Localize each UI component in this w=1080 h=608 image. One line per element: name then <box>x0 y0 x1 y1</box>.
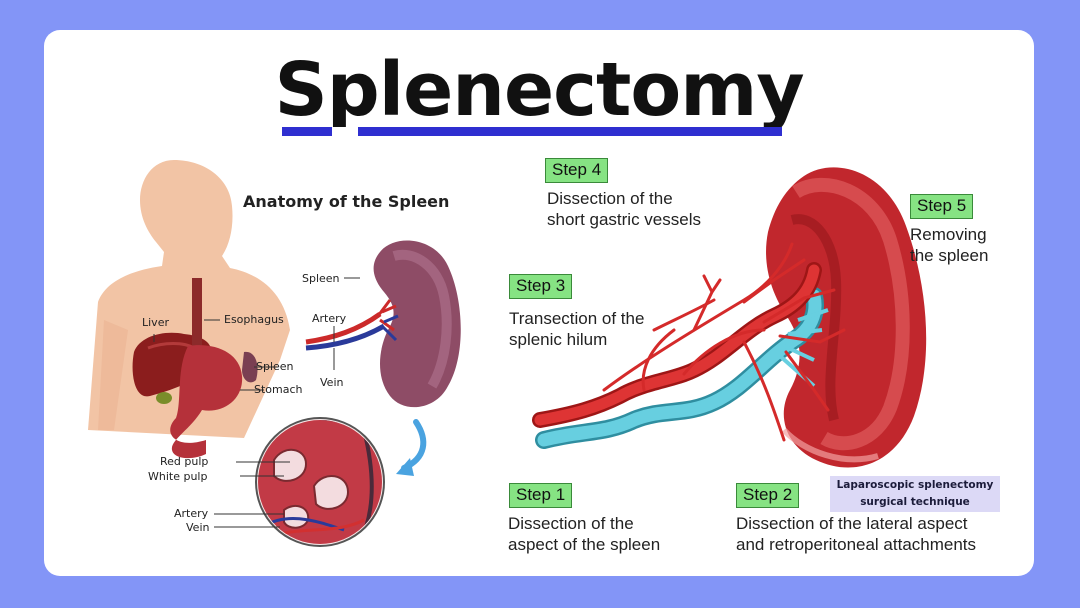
main-card: Splenectomy <box>44 30 1034 576</box>
page-title: Splenectomy <box>274 47 804 133</box>
label-vein: Vein <box>320 376 344 389</box>
label-spleen: Spleen <box>302 272 340 285</box>
step-2-badge: Step 2 <box>736 483 800 508</box>
title-underline <box>282 127 782 136</box>
spleen-detail <box>305 240 461 408</box>
illustration <box>88 160 927 547</box>
label-vein-detail: Vein <box>186 521 210 534</box>
label-white-pulp: White pulp <box>148 470 208 483</box>
stomach-shape <box>170 345 243 459</box>
label-spleen-body: Spleen <box>256 360 294 373</box>
label-red-pulp: Red pulp <box>160 455 209 468</box>
label-artery-detail: Artery <box>174 507 209 520</box>
esophagus-shape <box>192 278 202 348</box>
step-3-badge: Step 3 <box>509 274 573 299</box>
splenic-artery <box>532 242 846 442</box>
step-4-badge: Step 4 <box>545 158 609 183</box>
label-esophagus: Esophagus <box>224 313 284 326</box>
step-1-badge: Step 1 <box>509 483 573 508</box>
anatomy-title: Anatomy of the Spleen <box>243 192 450 211</box>
large-spleen <box>766 167 927 468</box>
label-stomach: Stomach <box>254 383 303 396</box>
step-5-badge: Step 5 <box>910 194 974 219</box>
label-liver: Liver <box>142 316 169 329</box>
label-artery: Artery <box>312 312 347 325</box>
magnified-tissue <box>255 417 385 547</box>
arrow-icon <box>401 419 427 471</box>
